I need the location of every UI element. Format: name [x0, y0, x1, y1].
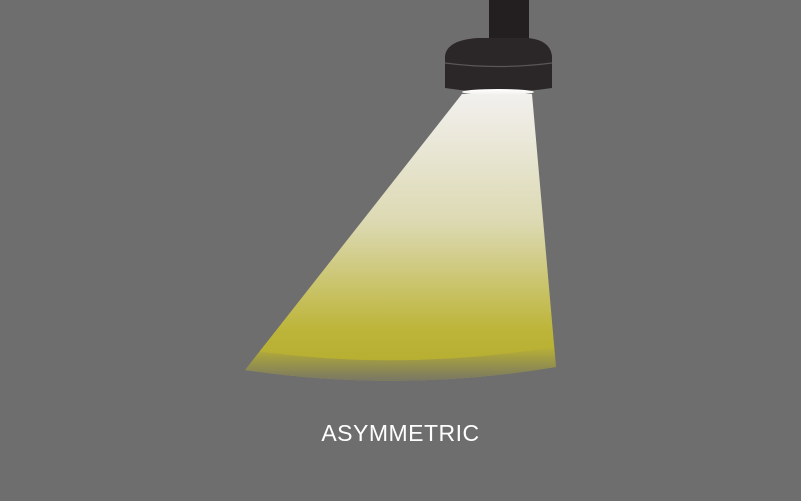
light-beam-edge-fade: [245, 347, 556, 381]
fixture-rim-line: [444, 62, 553, 68]
fixture-cap: [445, 38, 552, 56]
fixture-stem: [489, 0, 529, 40]
fixture-lens: [462, 89, 534, 95]
light-beam: [245, 94, 556, 381]
diagram-caption: ASYMMETRIC: [321, 420, 480, 446]
fixture-head: [445, 56, 552, 92]
